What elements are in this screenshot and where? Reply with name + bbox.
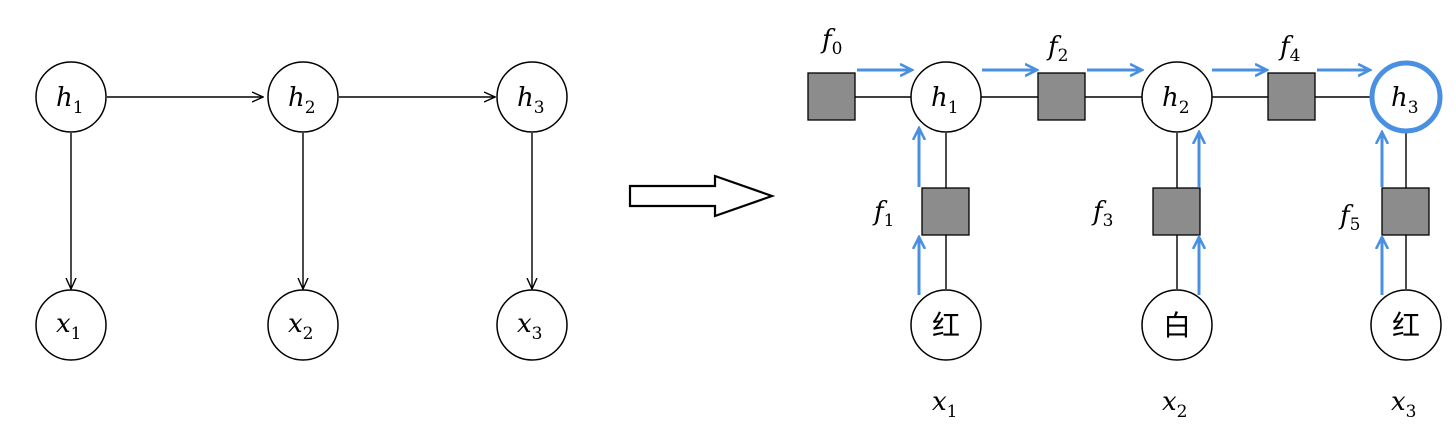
factor-label-f4: f4: [1278, 32, 1300, 66]
right-node-h3-highlighted: h3: [1369, 60, 1443, 134]
right-node-x1: 红: [910, 289, 982, 361]
node-subscript: 3: [1408, 98, 1419, 118]
node-label: h: [1391, 83, 1408, 113]
observed-label-x1: x1: [932, 387, 958, 422]
factor-label-f2: f2: [1046, 32, 1068, 66]
right-node-x2: 白: [1141, 289, 1213, 361]
factor-label-f5: f5: [1338, 201, 1360, 235]
factor-f3: [1152, 187, 1201, 236]
node-subscript: 1: [71, 324, 82, 344]
observation-text: 红: [1392, 309, 1420, 342]
svg-text:h1: h1: [56, 83, 84, 118]
left-node-x3: x3: [496, 289, 568, 361]
observed-label-x3: x3: [1391, 387, 1417, 422]
svg-text:x3: x3: [517, 309, 543, 344]
node-subscript: 3: [534, 98, 545, 118]
factor-label-f1: f1: [872, 197, 894, 231]
node-subscript: 2: [305, 98, 316, 118]
svg-text:h2: h2: [1162, 83, 1190, 118]
factor-f5: [1381, 187, 1430, 236]
node-subscript: 2: [303, 324, 314, 344]
right-node-x3: 红: [1370, 289, 1442, 361]
right-node-h1: h1: [910, 61, 982, 133]
observation-text: 白: [1163, 309, 1191, 342]
node-subscript: 3: [532, 324, 543, 344]
left-node-x2: x2: [267, 289, 339, 361]
factor-label-f3: f3: [1091, 197, 1113, 231]
factor-f4: [1267, 72, 1316, 121]
node-label: h: [56, 83, 73, 113]
node-subscript: 1: [948, 98, 959, 118]
observation-text: 红: [932, 309, 960, 342]
factor-f1: [921, 187, 970, 236]
node-subscript: 2: [1179, 98, 1190, 118]
factor-f0: [807, 72, 856, 121]
right-node-h2: h2: [1141, 61, 1213, 133]
node-label: x: [517, 309, 532, 339]
left-node-x1: x1: [35, 289, 107, 361]
svg-text:h3: h3: [517, 83, 545, 118]
conversion-arrow-icon: [628, 174, 776, 218]
left-node-h3: h3: [496, 61, 568, 133]
node-label: h: [931, 83, 948, 113]
svg-text:h1: h1: [931, 83, 959, 118]
factor-label-f0: f0: [820, 25, 842, 59]
node-label: h: [1162, 83, 1179, 113]
observed-label-x2: x2: [1162, 387, 1188, 422]
right-factor-graph: f0 f1 f2 f3 f4 f5 h1 h2 h3: [807, 25, 1443, 422]
left-node-h2: h2: [267, 61, 339, 133]
svg-text:h2: h2: [288, 83, 316, 118]
svg-text:x2: x2: [288, 309, 314, 344]
svg-text:h3: h3: [1391, 83, 1419, 118]
node-subscript: 1: [73, 98, 84, 118]
node-label: h: [288, 83, 305, 113]
left-node-h1: h1: [35, 61, 107, 133]
svg-text:x1: x1: [56, 309, 82, 344]
factor-f2: [1037, 72, 1086, 121]
node-label: h: [517, 83, 534, 113]
node-label: x: [288, 309, 303, 339]
node-label: x: [56, 309, 71, 339]
left-hmm-graph: h1 h2 h3 x1 x2 x3: [35, 61, 568, 361]
